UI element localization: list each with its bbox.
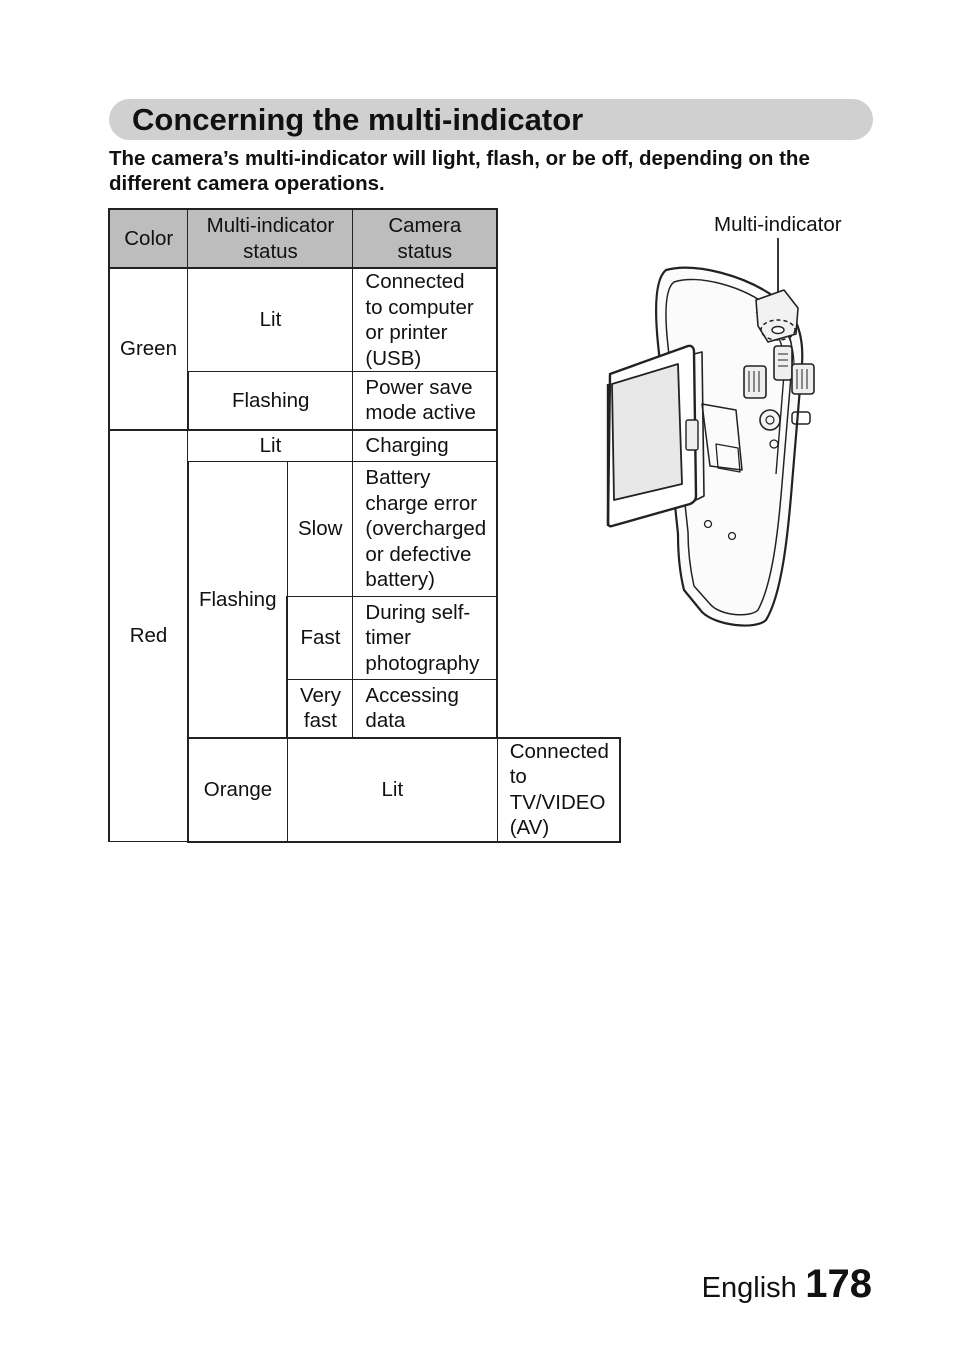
speed-cell: Very fast (286, 679, 354, 738)
speed-cell: Slow (286, 461, 354, 597)
speed-cell: Fast (286, 596, 354, 680)
page-footer: English 178 (702, 1262, 872, 1307)
camera-illustration (606, 238, 815, 627)
section-title: Concerning the multi-indicator (132, 102, 584, 137)
camera-status-cell: During self-timer photography (352, 596, 499, 680)
table-row: Flashing Power save mode active (109, 371, 620, 430)
table-row: Orange Lit Connected to TV/VIDEO (AV) (109, 736, 621, 843)
intro-text: The camera’s multi-indicator will light,… (109, 147, 810, 195)
status-cell: Flashing (186, 461, 288, 738)
table-row: Red Lit Charging (108, 428, 620, 842)
multi-indicator-table: Color Multi-indicator status Camera stat… (108, 208, 621, 843)
table-row: Green Lit Connected to computer or print… (108, 267, 620, 430)
header-color: Color (108, 208, 189, 269)
page-number: 178 (805, 1262, 872, 1306)
camera-status-cell: Battery charge error (overcharged or def… (352, 461, 499, 597)
camera-status-cell: Power save mode active (352, 371, 499, 430)
table-row: Fast During self-timer photography (109, 596, 620, 680)
multi-indicator-label: Multi-indicator (714, 213, 842, 236)
color-cell-red: Red (108, 428, 189, 842)
status-cell: Lit (286, 736, 498, 843)
table-header-row: Color Multi-indicator status Camera stat… (108, 208, 620, 269)
camera-status-cell: Connected to TV/VIDEO (AV) (496, 736, 621, 843)
status-cell: Lit (187, 267, 354, 372)
color-cell-orange: Orange (186, 736, 288, 843)
section-header: Concerning the multi-indicator (109, 99, 873, 140)
table-row: Very fast Accessing data (109, 679, 620, 738)
footer-language: English (701, 1272, 797, 1304)
table-row: Flashing Slow Battery charge error (over… (109, 461, 620, 738)
header-status: Multi-indicator status (187, 208, 354, 269)
header-camera-status: Camera status (352, 208, 499, 269)
color-cell-green: Green (108, 267, 189, 430)
camera-status-cell: Charging (352, 428, 499, 462)
status-cell: Lit (187, 428, 354, 462)
camera-status-cell: Connected to computer or printer (USB) (352, 267, 499, 372)
status-cell: Flashing (186, 371, 354, 430)
camera-status-cell: Accessing data (352, 679, 499, 738)
